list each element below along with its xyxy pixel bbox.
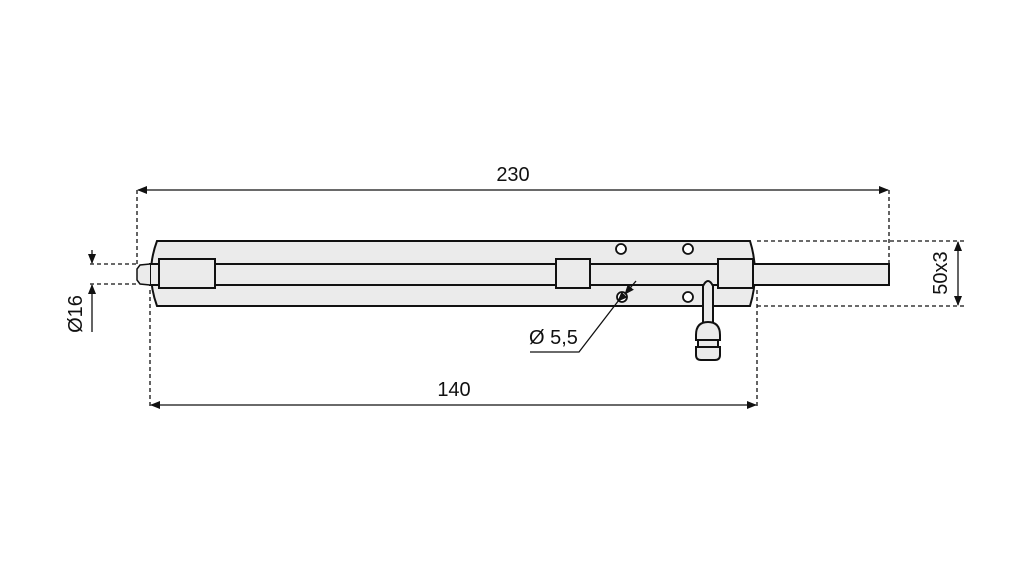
- guide-block: [717, 258, 754, 289]
- leader-line-hole: [530, 299, 620, 353]
- dimension-label-d16: Ø16: [65, 295, 87, 333]
- rod-tip: [136, 263, 151, 286]
- extension-lines: [90, 190, 966, 406]
- dimension-label-50x3: 50x3: [930, 251, 952, 294]
- bolt-rod: [149, 263, 890, 286]
- screw-hole: [682, 243, 694, 255]
- screw-hole: [615, 243, 627, 255]
- handle-knob: [695, 280, 721, 361]
- screw-hole: [682, 291, 694, 303]
- dimension-label-230: 230: [496, 164, 529, 186]
- dimension-label-140: 140: [437, 379, 470, 401]
- guide-block: [158, 258, 216, 289]
- dimension-label-hole: Ø 5,5: [529, 327, 578, 349]
- guide-block: [555, 258, 591, 289]
